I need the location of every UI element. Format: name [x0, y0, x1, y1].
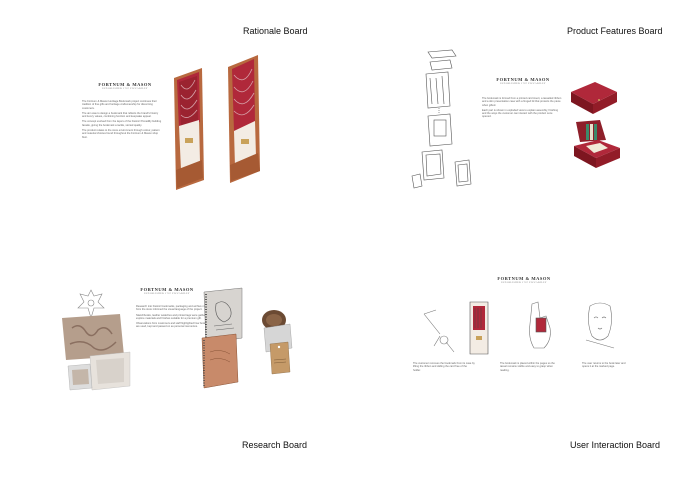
research-text: Research into historic bookmarks, packag…	[136, 305, 214, 331]
research-logo: FORTNUM & MASON ESTABLISHED 1707 PICCADI…	[132, 287, 202, 295]
features-card-drawing	[454, 159, 472, 187]
rationale-logo-sub: ESTABLISHED 1707 PICCADILLY	[102, 87, 148, 90]
interaction-board-title: User Interaction Board	[570, 440, 661, 450]
kraft-tag	[269, 341, 291, 375]
research-paragraph: Research into historic bookmarks, packag…	[136, 305, 212, 312]
features-logo-sub: ESTABLISHED 1707 PICCADILLY	[500, 82, 546, 85]
interaction-logo: FORTNUM & MASON ESTABLISHED 1707 PICCADI…	[489, 276, 559, 284]
features-logo: FORTNUM & MASON ESTABLISHED 1707 PICCADI…	[488, 77, 558, 85]
rationale-logo-name: FORTNUM & MASON	[98, 82, 152, 87]
interaction-caption-1: The customer removes the bookmark from i…	[413, 362, 475, 372]
exploded-view-drawing	[411, 49, 457, 189]
bookmark-in-holder	[469, 301, 489, 355]
research-paragraph: Sketchbooks, leather swatches and printe…	[136, 313, 212, 320]
features-paragraph: Each part is shown in exploded view to e…	[482, 108, 559, 119]
research-board-title: Research Board	[242, 440, 308, 450]
rationale-paragraph: The Fortnum & Mason Heritage Bookmark pr…	[82, 100, 157, 110]
bookmark-render-left	[174, 68, 204, 190]
research-paragraph: Observations from customers and staff hi…	[136, 322, 213, 329]
interaction-logo-name: FORTNUM & MASON	[497, 276, 551, 281]
ribbon-pull-sketch	[423, 309, 455, 353]
features-text: The bookmark is formed from a printed ca…	[482, 97, 562, 121]
gift-box-open	[574, 120, 620, 168]
research-logo-name: FORTNUM & MASON	[140, 287, 194, 292]
interaction-logo-sub: ESTABLISHED 1707 PICCADILLY	[501, 281, 547, 284]
rationale-text: The Fortnum & Mason Heritage Bookmark pr…	[82, 100, 162, 141]
interaction-caption-2: The bookmark is placed within the pages …	[500, 362, 555, 372]
rationale-paragraph: The aim was to design a bookmark that re…	[82, 111, 159, 119]
rationale-paragraph: The concept evolved from the layers of t…	[82, 120, 162, 127]
features-logo-name: FORTNUM & MASON	[496, 77, 550, 82]
reader-face-sketch	[585, 302, 615, 349]
rationale-board-title: Rationale Board	[243, 26, 308, 36]
research-logo-sub: ESTABLISHED 1707 PICCADILLY	[144, 292, 190, 295]
features-board-title: Product Features Board	[567, 26, 663, 36]
sketchbook-spiral	[203, 287, 243, 345]
features-paragraph: The bookmark is formed from a printed ca…	[482, 97, 562, 107]
bookmark-render-right	[228, 55, 260, 183]
rationale-logo: FORTNUM & MASON ESTABLISHED 1707 PICCADI…	[90, 82, 160, 90]
interaction-caption-3: The user returns to the book later and o…	[582, 362, 626, 369]
leather-notebook	[201, 333, 239, 389]
rationale-paragraph: The product relates to the store environ…	[82, 129, 160, 139]
hand-holding-sketch	[529, 301, 551, 349]
gift-box-closed	[571, 82, 617, 114]
research-photo-collage	[62, 314, 131, 391]
